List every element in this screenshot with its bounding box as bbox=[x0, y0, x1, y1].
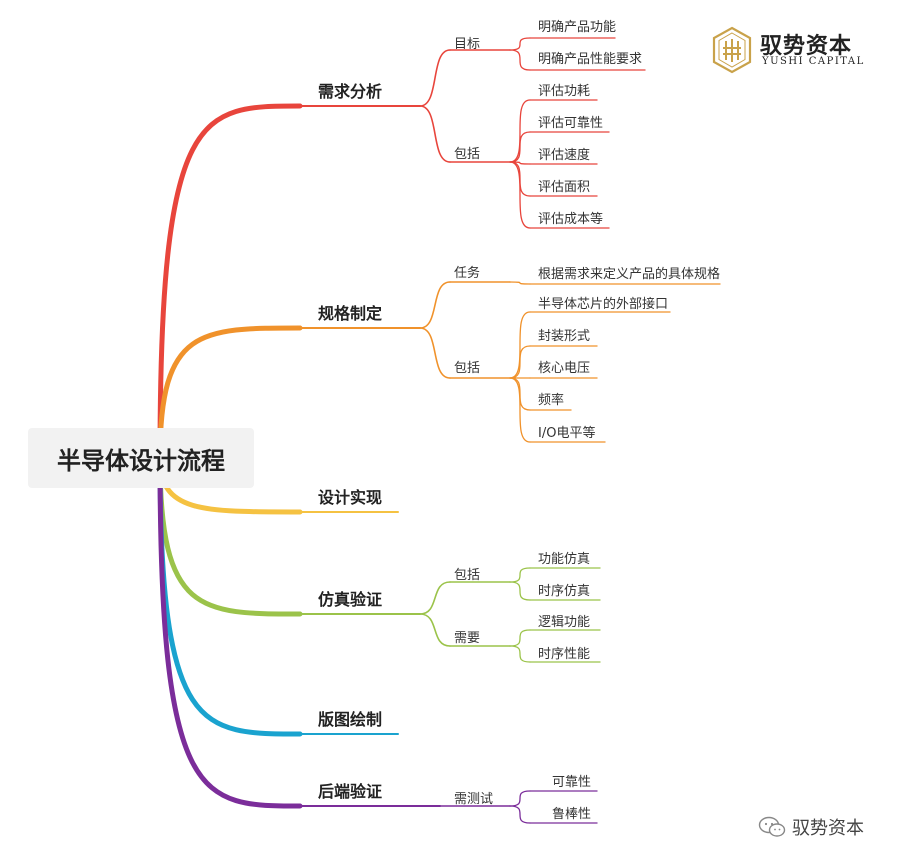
leaf-connector bbox=[509, 37, 531, 51]
leaf-connector bbox=[509, 281, 531, 285]
leaf-connector bbox=[509, 567, 531, 583]
leaf-connector bbox=[509, 790, 531, 807]
group-connector bbox=[419, 613, 451, 647]
branch-label-implementation: 设计实现 bbox=[318, 488, 383, 507]
leaf-label: 评估成本等 bbox=[538, 212, 604, 227]
leaf-label: 评估面积 bbox=[538, 180, 591, 195]
leaf-connector bbox=[509, 377, 531, 443]
group-label: 目标 bbox=[454, 37, 481, 52]
watermark-text: 驭势资本 bbox=[792, 818, 864, 839]
branch-label-requirements: 需求分析 bbox=[318, 82, 383, 101]
root-node: 半导体设计流程 bbox=[28, 428, 254, 488]
leaf-connector bbox=[509, 629, 531, 647]
group-connector bbox=[419, 281, 451, 329]
leaf-label: 逻辑功能 bbox=[538, 615, 591, 630]
branch-label-layout: 版图绘制 bbox=[318, 710, 383, 729]
group-label: 需要 bbox=[454, 631, 481, 646]
leaf-label: 时序仿真 bbox=[538, 584, 591, 599]
leaf-connector bbox=[509, 645, 531, 663]
leaf-label: 核心电压 bbox=[538, 361, 591, 376]
leaf-label: 评估可靠性 bbox=[538, 116, 604, 131]
group-connector bbox=[419, 49, 451, 107]
leaf-label: 评估功耗 bbox=[538, 84, 591, 99]
group-label: 包括 bbox=[454, 568, 481, 583]
logo-chinese-name: 驭势资本 bbox=[760, 33, 853, 59]
wechat-icon bbox=[758, 816, 786, 837]
branch-connector bbox=[157, 455, 303, 809]
leaf-label: 明确产品性能要求 bbox=[538, 52, 643, 67]
leaf-connector bbox=[509, 99, 531, 163]
leaf-label: 时序性能 bbox=[538, 647, 591, 662]
group-connector bbox=[419, 105, 451, 163]
leaf-label: 封装形式 bbox=[538, 329, 591, 344]
group-connector bbox=[419, 581, 451, 615]
leaf-label: 明确产品功能 bbox=[538, 20, 617, 35]
leaf-connector bbox=[509, 581, 531, 601]
logo-mark-icon bbox=[712, 26, 752, 74]
wechat-watermark: 驭势资本 bbox=[758, 814, 864, 840]
leaf-connector bbox=[509, 805, 531, 824]
logo-english-name: YUSHI CAPITAL bbox=[762, 56, 865, 67]
leaf-label: 评估速度 bbox=[538, 148, 591, 163]
leaf-connector bbox=[509, 49, 531, 71]
leaf-label: 鲁棒性 bbox=[552, 807, 592, 822]
branch-connector bbox=[157, 103, 303, 461]
leaf-label: 根据需求来定义产品的具体规格 bbox=[538, 267, 721, 282]
branch-connector bbox=[157, 325, 303, 461]
leaf-label: 频率 bbox=[538, 393, 565, 408]
leaf-label: 半导体芯片的外部接口 bbox=[538, 297, 669, 312]
leaf-label: 功能仿真 bbox=[538, 552, 591, 567]
leaf-label: I/O电平等 bbox=[538, 426, 596, 441]
branch-label-specification: 规格制定 bbox=[318, 304, 383, 323]
branch-label-backend: 后端验证 bbox=[318, 782, 383, 801]
branch-label-simulation: 仿真验证 bbox=[318, 590, 383, 609]
leaf-connector bbox=[509, 311, 531, 379]
group-label: 包括 bbox=[454, 361, 481, 376]
brand-logo: 驭势资本 YUSHI CAPITAL bbox=[712, 26, 872, 76]
leaf-label: 可靠性 bbox=[552, 775, 592, 790]
group-label: 包括 bbox=[454, 147, 481, 162]
leaf-connector bbox=[509, 131, 531, 163]
root-label: 半导体设计流程 bbox=[57, 446, 225, 475]
group-label: 需测试 bbox=[454, 792, 494, 807]
leaf-connector bbox=[509, 345, 531, 379]
leaf-connector bbox=[509, 161, 531, 229]
group-label: 任务 bbox=[454, 266, 481, 281]
group-connector bbox=[419, 327, 451, 379]
